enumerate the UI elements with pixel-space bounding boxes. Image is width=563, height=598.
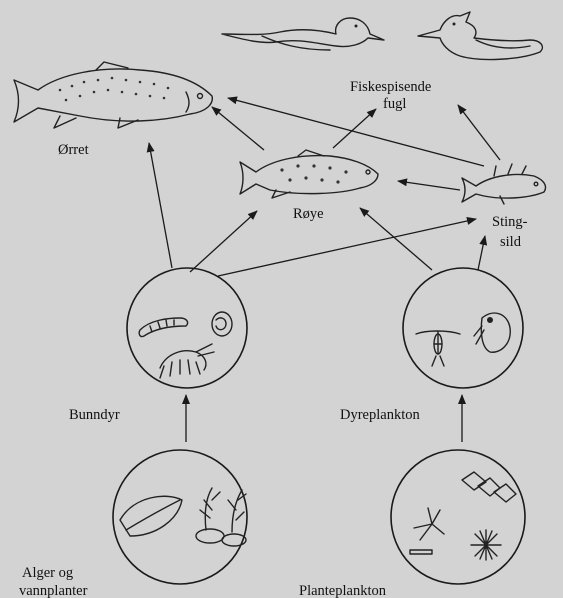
arrow-stickleback-to-char <box>398 181 460 190</box>
label-phytoplankton: Planteplankton <box>299 583 387 598</box>
algae-plants-circle <box>113 450 247 584</box>
arrow-benthic-to-stickleback <box>218 219 476 276</box>
phytoplankton-circle <box>391 450 525 584</box>
gull-bird-icon <box>222 18 384 50</box>
radiate-alga-icon <box>471 530 501 560</box>
amphipod-icon <box>160 344 214 378</box>
label-trout: Ørret <box>58 142 89 158</box>
label-stickleback-1: Sting- <box>492 214 528 230</box>
label-zooplankton: Dyreplankton <box>340 407 420 423</box>
label-algae-1: Alger og <box>22 565 73 581</box>
trout-fish-icon <box>14 62 212 128</box>
label-char: Røye <box>293 206 324 222</box>
larva-icon <box>139 318 187 337</box>
diatom-chain-icon <box>462 472 516 502</box>
arrow-stickleback-to-trout <box>228 98 484 166</box>
star-alga-icon <box>414 508 444 540</box>
label-fish-eating-bird-2: fugl <box>383 96 406 112</box>
label-stickleback-2: sild <box>500 234 522 250</box>
arrow-zoo-to-char <box>360 208 432 270</box>
leaf-icon <box>120 496 182 536</box>
arrow-benthic-to-trout <box>149 143 172 268</box>
char-fish-icon <box>240 150 378 198</box>
snail-icon <box>212 312 232 336</box>
rod-alga-icon <box>410 550 432 554</box>
arrow-stickleback-to-bird <box>458 105 500 160</box>
stickleback-fish-icon <box>462 164 546 204</box>
label-benthic: Bunndyr <box>69 407 120 423</box>
benthic-animals-circle <box>127 268 247 388</box>
label-fish-eating-bird-1: Fiskespisende <box>350 79 431 95</box>
arrow-char-to-trout <box>212 107 264 150</box>
label-algae-2: vannplanter <box>19 583 88 598</box>
arrow-char-to-bird <box>333 109 376 148</box>
merganser-bird-icon <box>418 12 542 59</box>
arrow-zoo-to-stickleback <box>478 236 485 270</box>
water-plants-icon <box>196 488 246 546</box>
arrow-benthic-to-char <box>190 211 257 272</box>
daphnia-icon <box>474 313 510 352</box>
zooplankton-circle <box>403 268 523 388</box>
copepod-icon <box>416 331 460 366</box>
